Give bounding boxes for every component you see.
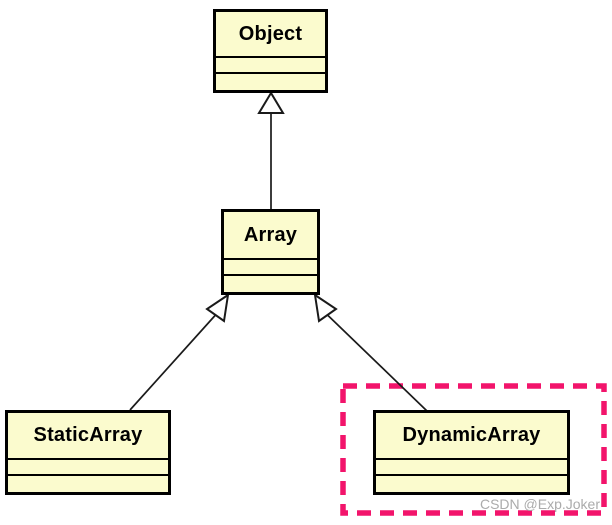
class-name-staticarray: StaticArray [33,424,143,446]
generalization-arrow-staticarray-to-array [129,292,230,411]
class-box-staticarray: StaticArray [5,410,171,495]
class-box-dynamicarray: DynamicArray [373,410,570,495]
operations-compartment [376,474,567,492]
operations-compartment [216,72,325,90]
hollow-triangle-arrowhead [205,292,230,323]
class-name-array: Array [243,223,298,246]
watermark: CSDN @Exp.Joker [479,496,600,512]
operations-compartment [224,274,317,292]
class-name-dynamicarray: DynamicArray [402,424,541,446]
operations-compartment [8,474,168,492]
hollow-triangle-arrowhead [313,292,338,323]
attributes-compartment [216,56,325,72]
attributes-compartment [8,458,168,474]
attributes-compartment [376,458,567,474]
class-box-array: Array [221,209,320,295]
generalization-arrow-dynamicarray-to-array [313,292,428,412]
class-box-object: Object [213,9,328,93]
highlight-dashed-box [340,383,607,516]
generalization-arrow-array-to-object [257,91,285,209]
attributes-compartment [224,258,317,274]
class-name-object: Object [238,22,303,45]
hollow-triangle-arrowhead [257,91,285,114]
